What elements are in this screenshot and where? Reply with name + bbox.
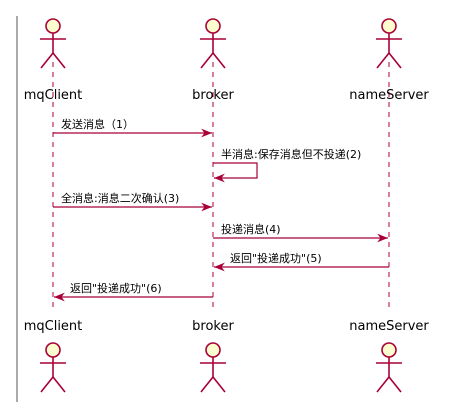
actor-leg-right [52,52,66,69]
message-1: 发送消息（1） [53,117,212,138]
participant-label-bottom-nameServer: nameServer [349,319,429,334]
actor-leg-left [40,376,54,393]
messages: 发送消息（1） 半消息:保存消息但不投递(2) 全消息:消息二次确认(3) 投递消息(… [53,117,389,302]
actor-head [45,342,61,358]
actor-leg-left [376,52,390,69]
message-label: 全消息:消息二次确认(3) [61,191,179,205]
participant-label-top-broker: broker [192,88,234,103]
message-label: 半消息:保存消息但不投递(2) [221,147,361,161]
actor-head [205,18,221,34]
actor-head [205,342,221,358]
actor-icon-top-broker [200,18,226,69]
message-2: 半消息:保存消息但不投递(2) [213,147,361,183]
message-6: 返回"投递成功"(6) [54,281,213,302]
actor-leg-right [52,376,66,393]
participant-label-bottom-broker: broker [192,319,234,334]
actor-icon-bottom-broker [200,342,226,393]
actor-leg-left [200,376,214,393]
actors: mqClient mqClient broker broker nameServer na… [24,18,429,393]
message-arrow [213,162,258,183]
message-label: 投递消息(4) [221,222,281,236]
participant-label-top-nameServer: nameServer [349,88,429,103]
actor-leg-right [212,376,226,393]
actor-icon-bottom-mqClient [40,342,66,393]
actor-leg-left [376,376,390,393]
actor-icon-top-nameServer [376,18,402,69]
actor-leg-left [40,52,54,69]
actor-head [381,18,397,34]
message-5: 返回"投递成功"(5) [214,251,389,272]
participant-label-top-mqClient: mqClient [24,88,83,103]
lifelines [52,62,390,312]
message-4: 投递消息(4) [213,222,388,243]
message-label: 返回"投递成功"(5) [230,251,322,265]
actor-head [45,18,61,34]
actor-leg-right [388,376,402,393]
actor-leg-right [212,52,226,69]
participant-label-bottom-mqClient: mqClient [24,319,83,334]
message-label: 返回"投递成功"(6) [70,281,162,295]
message-label: 发送消息（1） [61,117,134,131]
actor-icon-bottom-nameServer [376,342,402,393]
actor-icon-top-mqClient [40,18,66,69]
actor-leg-left [200,52,214,69]
actor-head [381,342,397,358]
message-3: 全消息:消息二次确认(3) [53,191,212,212]
actor-leg-right [388,52,402,69]
